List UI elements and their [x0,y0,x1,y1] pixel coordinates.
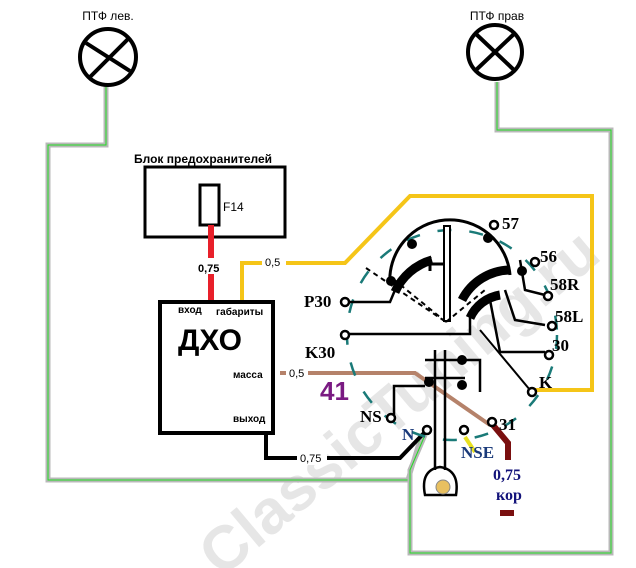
fuse-block [143,165,287,239]
dho-pin-parking: габариты [216,306,263,318]
yellow-wire-gauge: 0,5 [265,257,280,269]
switch-number: 41 [320,376,349,406]
yellow-wire [240,194,594,392]
switch-mechanism [345,218,546,497]
fuse-block-title: Блок предохранителей [134,152,272,166]
nse-wire [463,435,477,454]
red-wire-gauge: 0,75 [198,263,219,275]
dho-pin-input: вход [178,305,202,316]
ground-wire-gauge: 0,75 [493,467,521,484]
fuse-f14 [198,183,221,227]
brown-wire-gauge: 0,5 [289,368,304,380]
fuse-f14-label: F14 [223,200,244,214]
dho-pin-ground: масса [233,370,263,381]
brown-wire [280,371,492,427]
dho-module [158,300,275,435]
terminal-p30: P30 [304,292,331,311]
fog-lamp-indicator [435,479,451,495]
gray-wire-right [407,82,614,556]
dho-pin-output: выход [233,414,266,425]
fog-lamp-right-label: ПТФ прав [470,9,524,23]
terminal-58l: 58L [555,307,583,326]
fog-lamp-right [466,23,524,81]
fog-lamp-left-label: ПТФ лев. [82,9,133,23]
fog-lamp-left [78,27,138,87]
dho-title: ДХО [178,324,242,357]
ground-symbol [500,510,514,516]
terminal-k: K [539,373,553,392]
terminal-k30: K30 [305,343,335,362]
terminal-58r: 58R [550,275,580,294]
black-wire [264,430,427,460]
terminal-n: N [402,425,415,444]
terminal-nse: NSE [461,443,494,462]
terminal-ns: NS [360,407,382,426]
ground-label: кор [496,487,522,504]
switch-contacts [386,233,527,390]
terminal-30: 30 [552,336,569,355]
terminal-56: 56 [540,247,557,266]
terminal-57: 57 [502,214,520,233]
black-wire-gauge: 0,75 [300,453,321,465]
terminal-31: 31 [499,415,516,434]
ground-wire [490,423,511,460]
terminal-circles [339,219,558,436]
